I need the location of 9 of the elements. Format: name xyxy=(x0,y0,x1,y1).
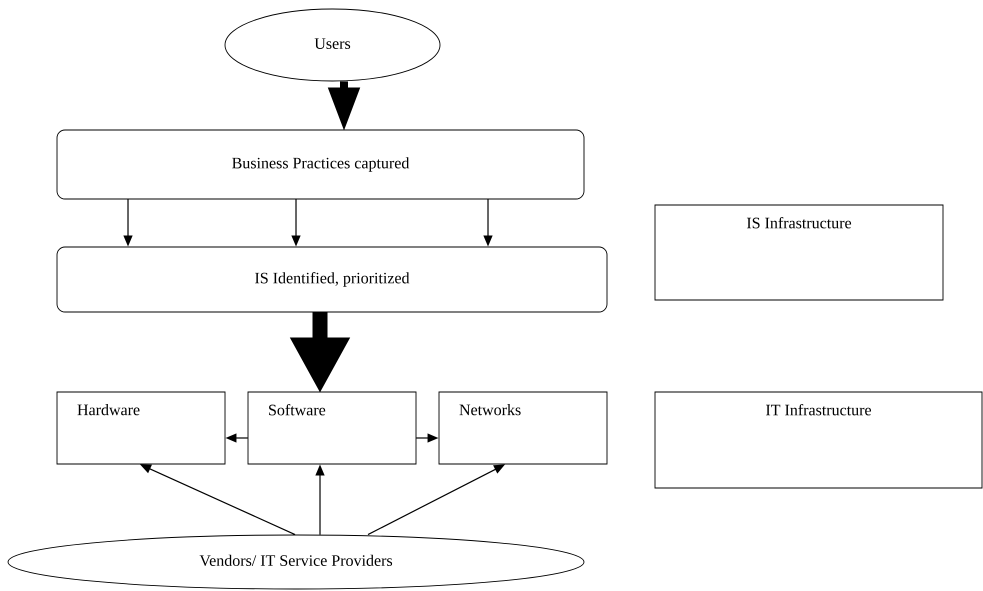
box: Networks xyxy=(438,392,608,464)
box: IS Infrastructure xyxy=(654,204,944,300)
box: Hardware xyxy=(56,392,226,464)
process-box: IS Identified, prioritized xyxy=(56,246,608,312)
ellipse-node: Users xyxy=(224,8,440,82)
box: Software xyxy=(248,392,416,464)
process-box: Business Practices captured xyxy=(56,130,584,200)
ellipse-node: Vendors/ IT Service Providers xyxy=(8,534,584,590)
box: IT Infrastructure xyxy=(654,392,982,488)
